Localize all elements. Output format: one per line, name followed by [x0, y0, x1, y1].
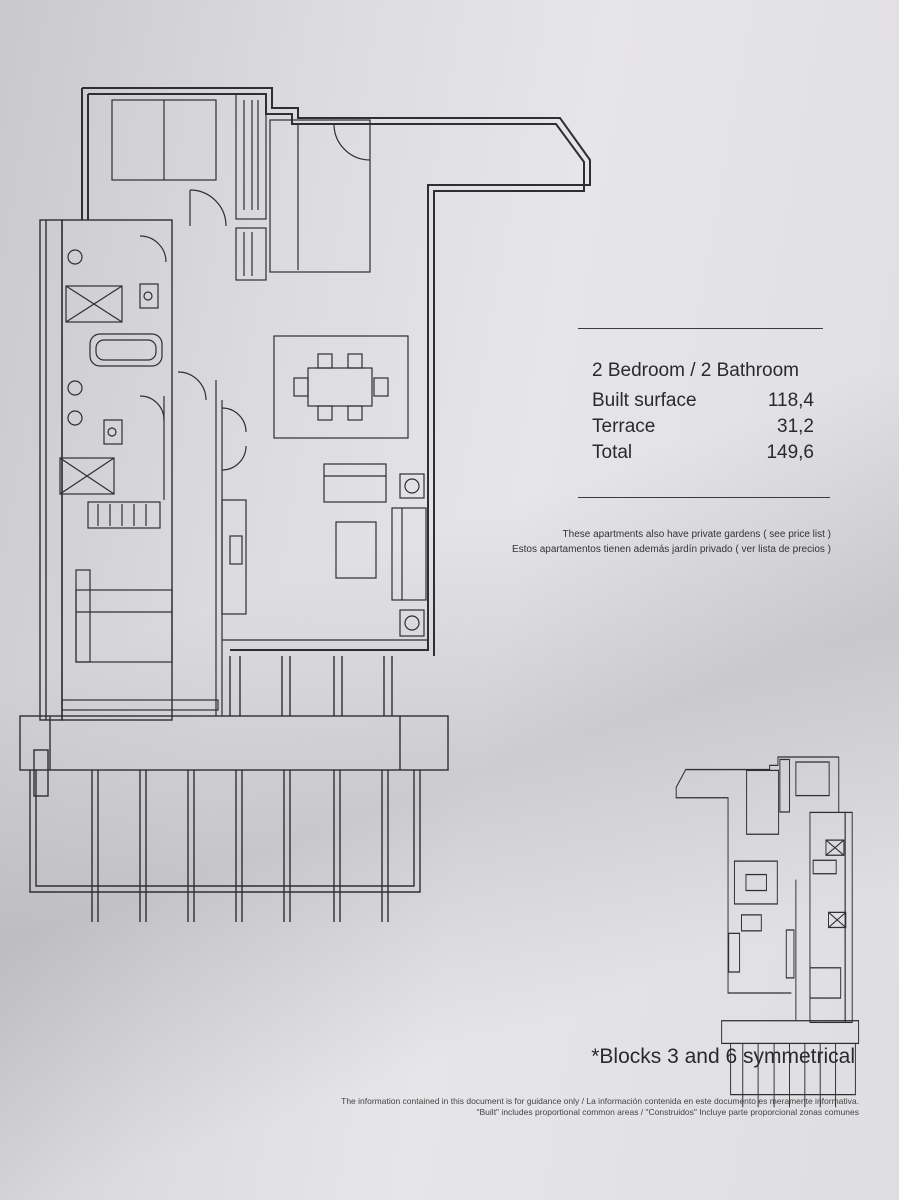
disclaimer: The information contained in this docume… [341, 1096, 859, 1118]
left-column [39, 219, 173, 721]
living-dining [221, 335, 428, 641]
gardens-note-es: Estos apartamentos tienen además jardín … [511, 544, 831, 555]
summary-row-terrace: Terrace 31,2 [592, 414, 814, 440]
disclaimer-line-2: "Built" includes proportional common are… [476, 1107, 860, 1117]
kitchen [269, 119, 371, 273]
summary-rule-bottom [578, 497, 830, 498]
gardens-note: These apartments also have private garde… [512, 527, 831, 557]
terrace [19, 656, 449, 922]
bedroom-2 [61, 380, 223, 716]
unit-type-title: 2 Bedroom / 2 Bathroom [592, 360, 799, 381]
summary-row-built: Built surface 118,4 [592, 388, 814, 414]
summary-rule-top [578, 328, 823, 329]
summary-value: 31,2 [777, 416, 814, 437]
summary-label: Built surface [592, 390, 697, 411]
summary-row-total: Total 149,6 [592, 440, 814, 466]
disclaimer-line-1: The information contained in this docume… [341, 1096, 859, 1106]
bathroom-2 [59, 371, 207, 500]
summary-value: 118,4 [767, 390, 814, 411]
summary-value: 149,6 [766, 442, 814, 463]
bathroom-1 [65, 235, 167, 367]
summary-label: Terrace [592, 416, 656, 437]
floor-plan-thumbnail [675, 756, 860, 1108]
gardens-note-en: These apartments also have private garde… [562, 529, 831, 540]
symmetry-note: *Blocks 3 and 6 symmetrical [591, 1045, 855, 1068]
bedroom-1 [111, 93, 267, 281]
summary-block: 2 Bedroom / 2 Bathroom Built surface 118… [592, 360, 814, 466]
summary-label: Total [592, 442, 633, 463]
